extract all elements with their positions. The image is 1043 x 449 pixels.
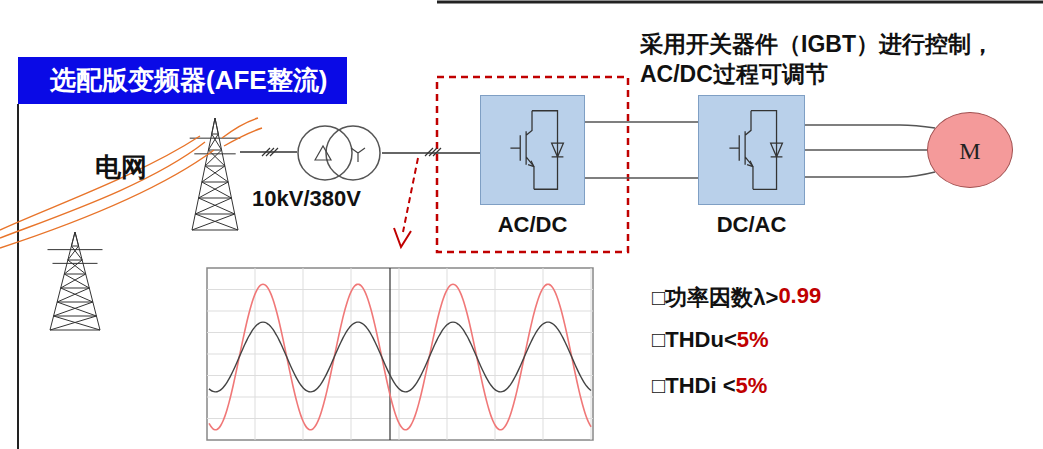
callout-arrow	[403, 158, 418, 232]
wire	[382, 152, 480, 154]
spec-item: □THDi <	[652, 373, 736, 399]
grid-line	[207, 375, 593, 376]
grid-line	[207, 289, 593, 290]
motor-circle: M	[927, 112, 1013, 188]
motor-phase-line	[805, 125, 935, 128]
spec-row: □功率因数λ>0.99	[652, 283, 821, 313]
wire	[585, 121, 698, 123]
grid-wires	[0, 118, 262, 248]
spec-value: 5%	[737, 327, 769, 353]
voltage-wave	[209, 322, 591, 392]
igbt-symbol	[699, 96, 804, 204]
rectifier-block: AC/DC	[480, 95, 585, 205]
grid-line	[207, 418, 593, 419]
feeder-line	[240, 151, 297, 153]
three-phase-marks	[425, 148, 441, 156]
callout-arrowhead	[394, 228, 411, 247]
spec-item: □功率因数λ>	[652, 283, 778, 313]
cursor-line	[389, 268, 390, 440]
spec-item: □THDu<	[652, 327, 737, 353]
grid-line	[207, 354, 593, 355]
block-label: AC/DC	[481, 212, 584, 238]
waveform-grid	[207, 268, 593, 440]
waveform-frame	[207, 268, 593, 440]
block-label: DC/AC	[699, 212, 804, 238]
inverter-block: DC/AC	[698, 95, 805, 205]
wire	[805, 149, 927, 151]
spec-value: 0.99	[778, 283, 821, 313]
transformer-symbol	[296, 124, 382, 182]
waveforms	[209, 284, 591, 430]
grid-label: 电网	[95, 150, 147, 185]
dashed-region	[437, 77, 628, 252]
motor-phase-line	[805, 172, 935, 177]
grid-line	[207, 397, 593, 398]
spec-row: □THDi <5%	[652, 373, 767, 399]
dc-bus-line	[585, 177, 698, 179]
three-phase-marks	[262, 148, 278, 156]
description-note: 采用开关器件（IGBT）进行控制，AC/DC过程可调节	[640, 30, 1038, 90]
title-banner: 选配版变频器(AFE整流)	[18, 57, 347, 104]
current-wave	[209, 284, 591, 430]
transformer: 10kV/380V	[296, 124, 382, 182]
tower	[190, 118, 241, 230]
motor-label: M	[928, 113, 1012, 189]
block-label: 10kV/380V	[252, 186, 361, 212]
frame-line	[17, 104, 19, 449]
igbt-symbol	[481, 96, 584, 204]
spec-row: □THDu<5%	[652, 327, 769, 353]
spec-value: 5%	[736, 373, 768, 399]
power-towers	[48, 118, 241, 330]
tower	[48, 232, 103, 330]
frame-line	[437, 1, 1043, 4]
